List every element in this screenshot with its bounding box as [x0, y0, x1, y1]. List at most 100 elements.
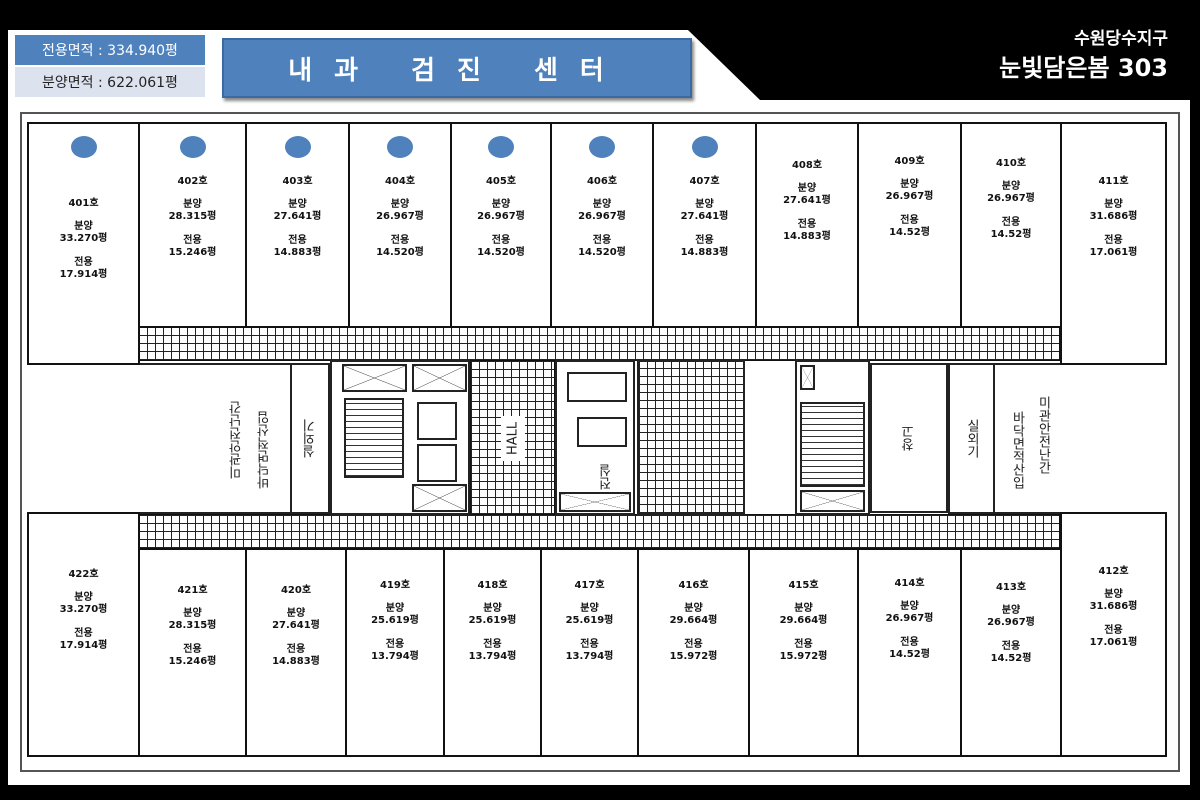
exclusive-area-total: 전용면적 : 334.940평	[15, 35, 205, 65]
exclusive-area: 14.883평	[272, 656, 320, 667]
supply-label: 분양	[1104, 589, 1123, 600]
utility-rooms: 전실	[555, 360, 635, 515]
exclusive-label: 전용	[900, 215, 919, 226]
supply-label: 분양	[491, 199, 511, 210]
supply-label: 분양	[390, 199, 410, 210]
exclusive-label: 전용	[74, 628, 93, 639]
supply-label: 분양	[1001, 181, 1021, 192]
exclusive-label: 전용	[1001, 217, 1021, 228]
balcony-right-label-1: 미관안전난간	[1035, 396, 1051, 474]
exclusive-area: 15.246평	[168, 247, 217, 258]
balcony-left-label-2: 바닥면적산입	[257, 411, 273, 489]
exclusive-label: 전용	[794, 639, 813, 650]
supply-label: 분양	[900, 179, 919, 190]
unit-number: 405호	[485, 176, 517, 187]
unit-number: 409호	[894, 156, 925, 167]
supply-area: 28.315평	[168, 211, 217, 222]
supply-label: 분양	[288, 199, 307, 210]
shaft	[800, 365, 815, 390]
supply-label: 분양	[483, 603, 502, 614]
fixture	[567, 372, 627, 402]
supply-label: 분양	[592, 199, 612, 210]
balcony-left: 미관안전난간 바닥면적산입	[27, 363, 292, 514]
exclusive-label: 전용	[183, 235, 202, 246]
unit-number: 404호	[384, 176, 416, 187]
shaft	[412, 364, 467, 392]
exclusive-area: 15.972평	[669, 651, 718, 662]
shaft	[800, 490, 865, 512]
restroom	[637, 360, 745, 515]
location-label: 수원당수지구	[1074, 29, 1168, 49]
supply-area: 29.664평	[779, 615, 828, 626]
unit-number: 422호	[68, 569, 99, 580]
exclusive-area: 13.794평	[565, 651, 614, 662]
unit-number: 418호	[477, 580, 508, 591]
outdoor-unit-left: 실외기	[290, 363, 330, 514]
unit-number: 408호	[791, 160, 823, 171]
supply-area: 27.641평	[273, 211, 322, 222]
supply-area-total: 분양면적 : 622.061평	[15, 67, 205, 97]
supply-area: 33.270평	[59, 604, 108, 615]
supply-label: 분양	[74, 592, 93, 603]
unit-number: 401호	[68, 198, 99, 209]
supply-area: 28.315평	[168, 620, 217, 631]
corridor-south	[138, 514, 1060, 549]
unit-number: 403호	[282, 176, 313, 187]
bottom-frame	[0, 785, 1200, 800]
unit-marker-icon	[488, 136, 514, 158]
exclusive-area: 17.914평	[59, 640, 108, 651]
balcony-right: 바닥면적산입 미관안전난간	[995, 363, 1165, 514]
unit-number: 414호	[894, 578, 925, 589]
unit-marker-icon	[70, 136, 97, 158]
anteroom-label: 전실	[599, 464, 615, 490]
supply-label: 분양	[797, 183, 817, 194]
exclusive-area: 13.794평	[371, 651, 419, 662]
balcony-right-label-2: 바닥면적산입	[1009, 411, 1025, 489]
supply-area: 25.619평	[468, 615, 517, 626]
exclusive-label: 전용	[900, 637, 919, 648]
exclusive-label: 전용	[183, 644, 202, 655]
storage-room: 창고	[870, 363, 948, 513]
supply-label: 분양	[183, 608, 202, 619]
elevator	[417, 444, 457, 482]
exclusive-label: 전용	[580, 639, 599, 650]
exclusive-area: 14.883평	[783, 231, 831, 242]
left-frame	[0, 0, 8, 800]
shaft	[412, 484, 467, 512]
exclusive-label: 전용	[390, 235, 410, 246]
staircase	[800, 402, 865, 487]
unit-marker-icon	[387, 136, 413, 158]
supply-area: 25.619평	[565, 615, 614, 626]
page-title: 내과 검진 센터	[222, 38, 692, 98]
unit-number: 415호	[788, 580, 819, 591]
right-frame	[1190, 0, 1200, 800]
exclusive-area: 15.972평	[779, 651, 828, 662]
unit-number: 402호	[177, 176, 208, 187]
supply-label: 분양	[183, 199, 202, 210]
supply-label: 분양	[794, 603, 813, 614]
exclusive-label: 전용	[695, 235, 714, 246]
supply-label: 분양	[1001, 605, 1021, 616]
